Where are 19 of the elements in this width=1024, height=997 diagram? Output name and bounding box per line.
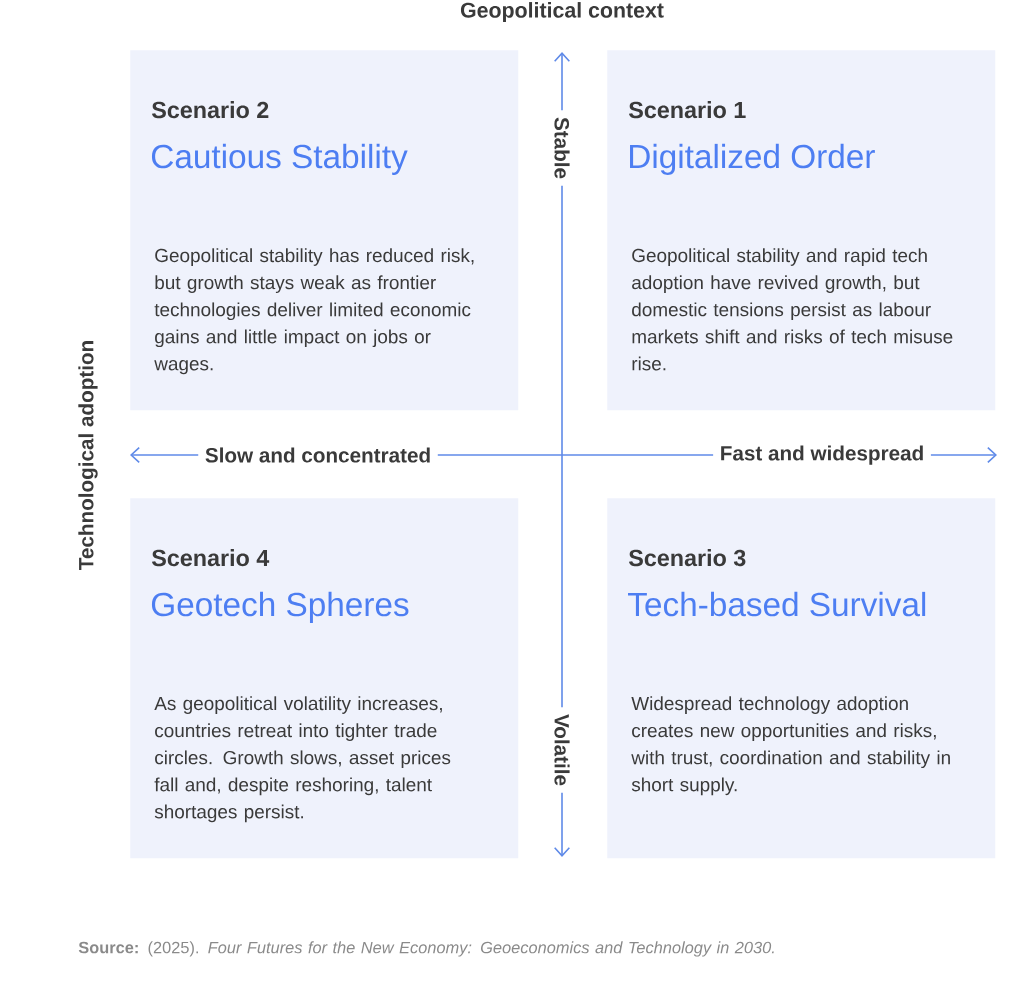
scenario-description: As geopolitical volatility increases, countries retreat into tighter trade circles. Growth slows, asset prices fall and, despite reshoring, talent shortages persist.	[154, 696, 451, 823]
scenario-description: Geopolitical stability and rapid tech adoption have revived growth, but domestic tensions persist as labour markets shift and risks of tech misuse rise.	[632, 248, 953, 371]
scenario-number: Scenario 2	[151, 101, 269, 119]
axis-label: Slow and concentrated	[198, 440, 438, 470]
axis-title: Geopolitical context	[460, 2, 664, 22]
scenario-title: Geotech Spheres	[151, 591, 409, 623]
axis-title: Technological adoption	[78, 341, 98, 570]
scenario-title: Tech-based Survival	[628, 591, 926, 617]
scenario-description: Widespread technology adoption creates new opportunities and risks, with trust, coordination and stability in short supply.	[631, 696, 950, 796]
axis-label: Stable	[547, 110, 577, 186]
scenario-title: Digitalized Order	[630, 143, 875, 175]
scenario-description: Geopolitical stability has reduced risk, but growth stays weak as frontier technologies deliver limited economic gains and little impact on jobs or wages.	[154, 248, 474, 375]
scenario-number: Scenario 4	[151, 549, 270, 567]
axis-label: Volatile	[547, 707, 577, 793]
scenario-number: Scenario 1	[628, 101, 746, 119]
source-note: Source: (2025). Four Futures for the New Economy: Geoeconomics and Technology in 2030.	[78, 941, 774, 957]
scenario-number: Scenario 3	[628, 549, 746, 567]
scenario-title: Cautious Stability	[151, 143, 408, 175]
axis-label: Fast and widespread	[713, 438, 931, 472]
